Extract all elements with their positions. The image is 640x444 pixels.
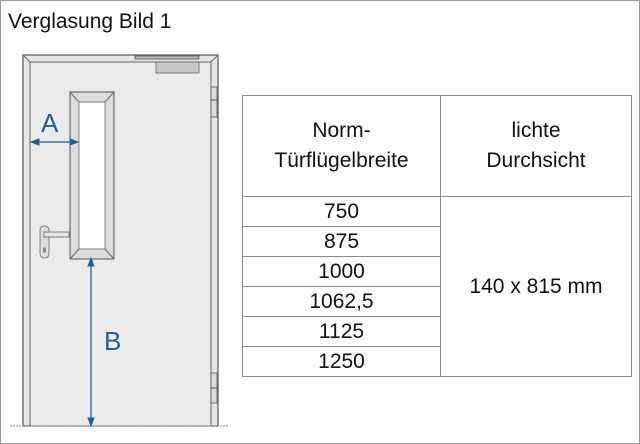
table-row: 1062,5 bbox=[242, 286, 632, 317]
diagram-title: Verglasung Bild 1 bbox=[8, 10, 172, 33]
door-width-cell: 750 bbox=[242, 196, 441, 227]
door-frame bbox=[22, 54, 219, 427]
header-line: lichte bbox=[511, 119, 561, 142]
glazing-table: Norm- Türflügelbreite lichte Durchsicht … bbox=[242, 95, 632, 377]
header-door-width: Norm- Türflügelbreite bbox=[242, 95, 441, 197]
table-row: 750 140 x 815 mm bbox=[242, 196, 632, 377]
header-line: Durchsicht bbox=[486, 149, 586, 172]
table-header-row: Norm- Türflügelbreite lichte Durchsicht bbox=[242, 95, 632, 197]
door-drawing: A B bbox=[10, 54, 228, 428]
door-width-cell: 875 bbox=[242, 226, 441, 257]
table-row: 1000 bbox=[242, 256, 632, 287]
table-row: 875 bbox=[242, 226, 632, 257]
dimension-a bbox=[29, 138, 80, 146]
door-width-cell: 1125 bbox=[242, 316, 441, 347]
hinge-bottom bbox=[210, 372, 218, 404]
door-width-cell: 1062,5 bbox=[242, 286, 441, 317]
header-line: Norm- bbox=[312, 119, 371, 142]
door-width-cell: 1250 bbox=[242, 346, 441, 377]
dimension-b bbox=[87, 256, 95, 428]
hinge-top bbox=[210, 86, 218, 118]
label-b: B bbox=[104, 326, 121, 356]
table-row: 1250 bbox=[242, 346, 632, 377]
label-a: A bbox=[41, 108, 59, 138]
glazing-window bbox=[69, 91, 115, 260]
table-row: 1125 bbox=[242, 316, 632, 347]
door-closer bbox=[134, 55, 200, 74]
header-line: Türflügelbreite bbox=[274, 149, 409, 172]
door-width-cell: 1000 bbox=[242, 256, 441, 287]
header-clear-view: lichte Durchsicht bbox=[440, 95, 632, 197]
door-handle bbox=[39, 225, 70, 259]
clear-view-cell: 140 x 815 mm bbox=[440, 196, 632, 377]
